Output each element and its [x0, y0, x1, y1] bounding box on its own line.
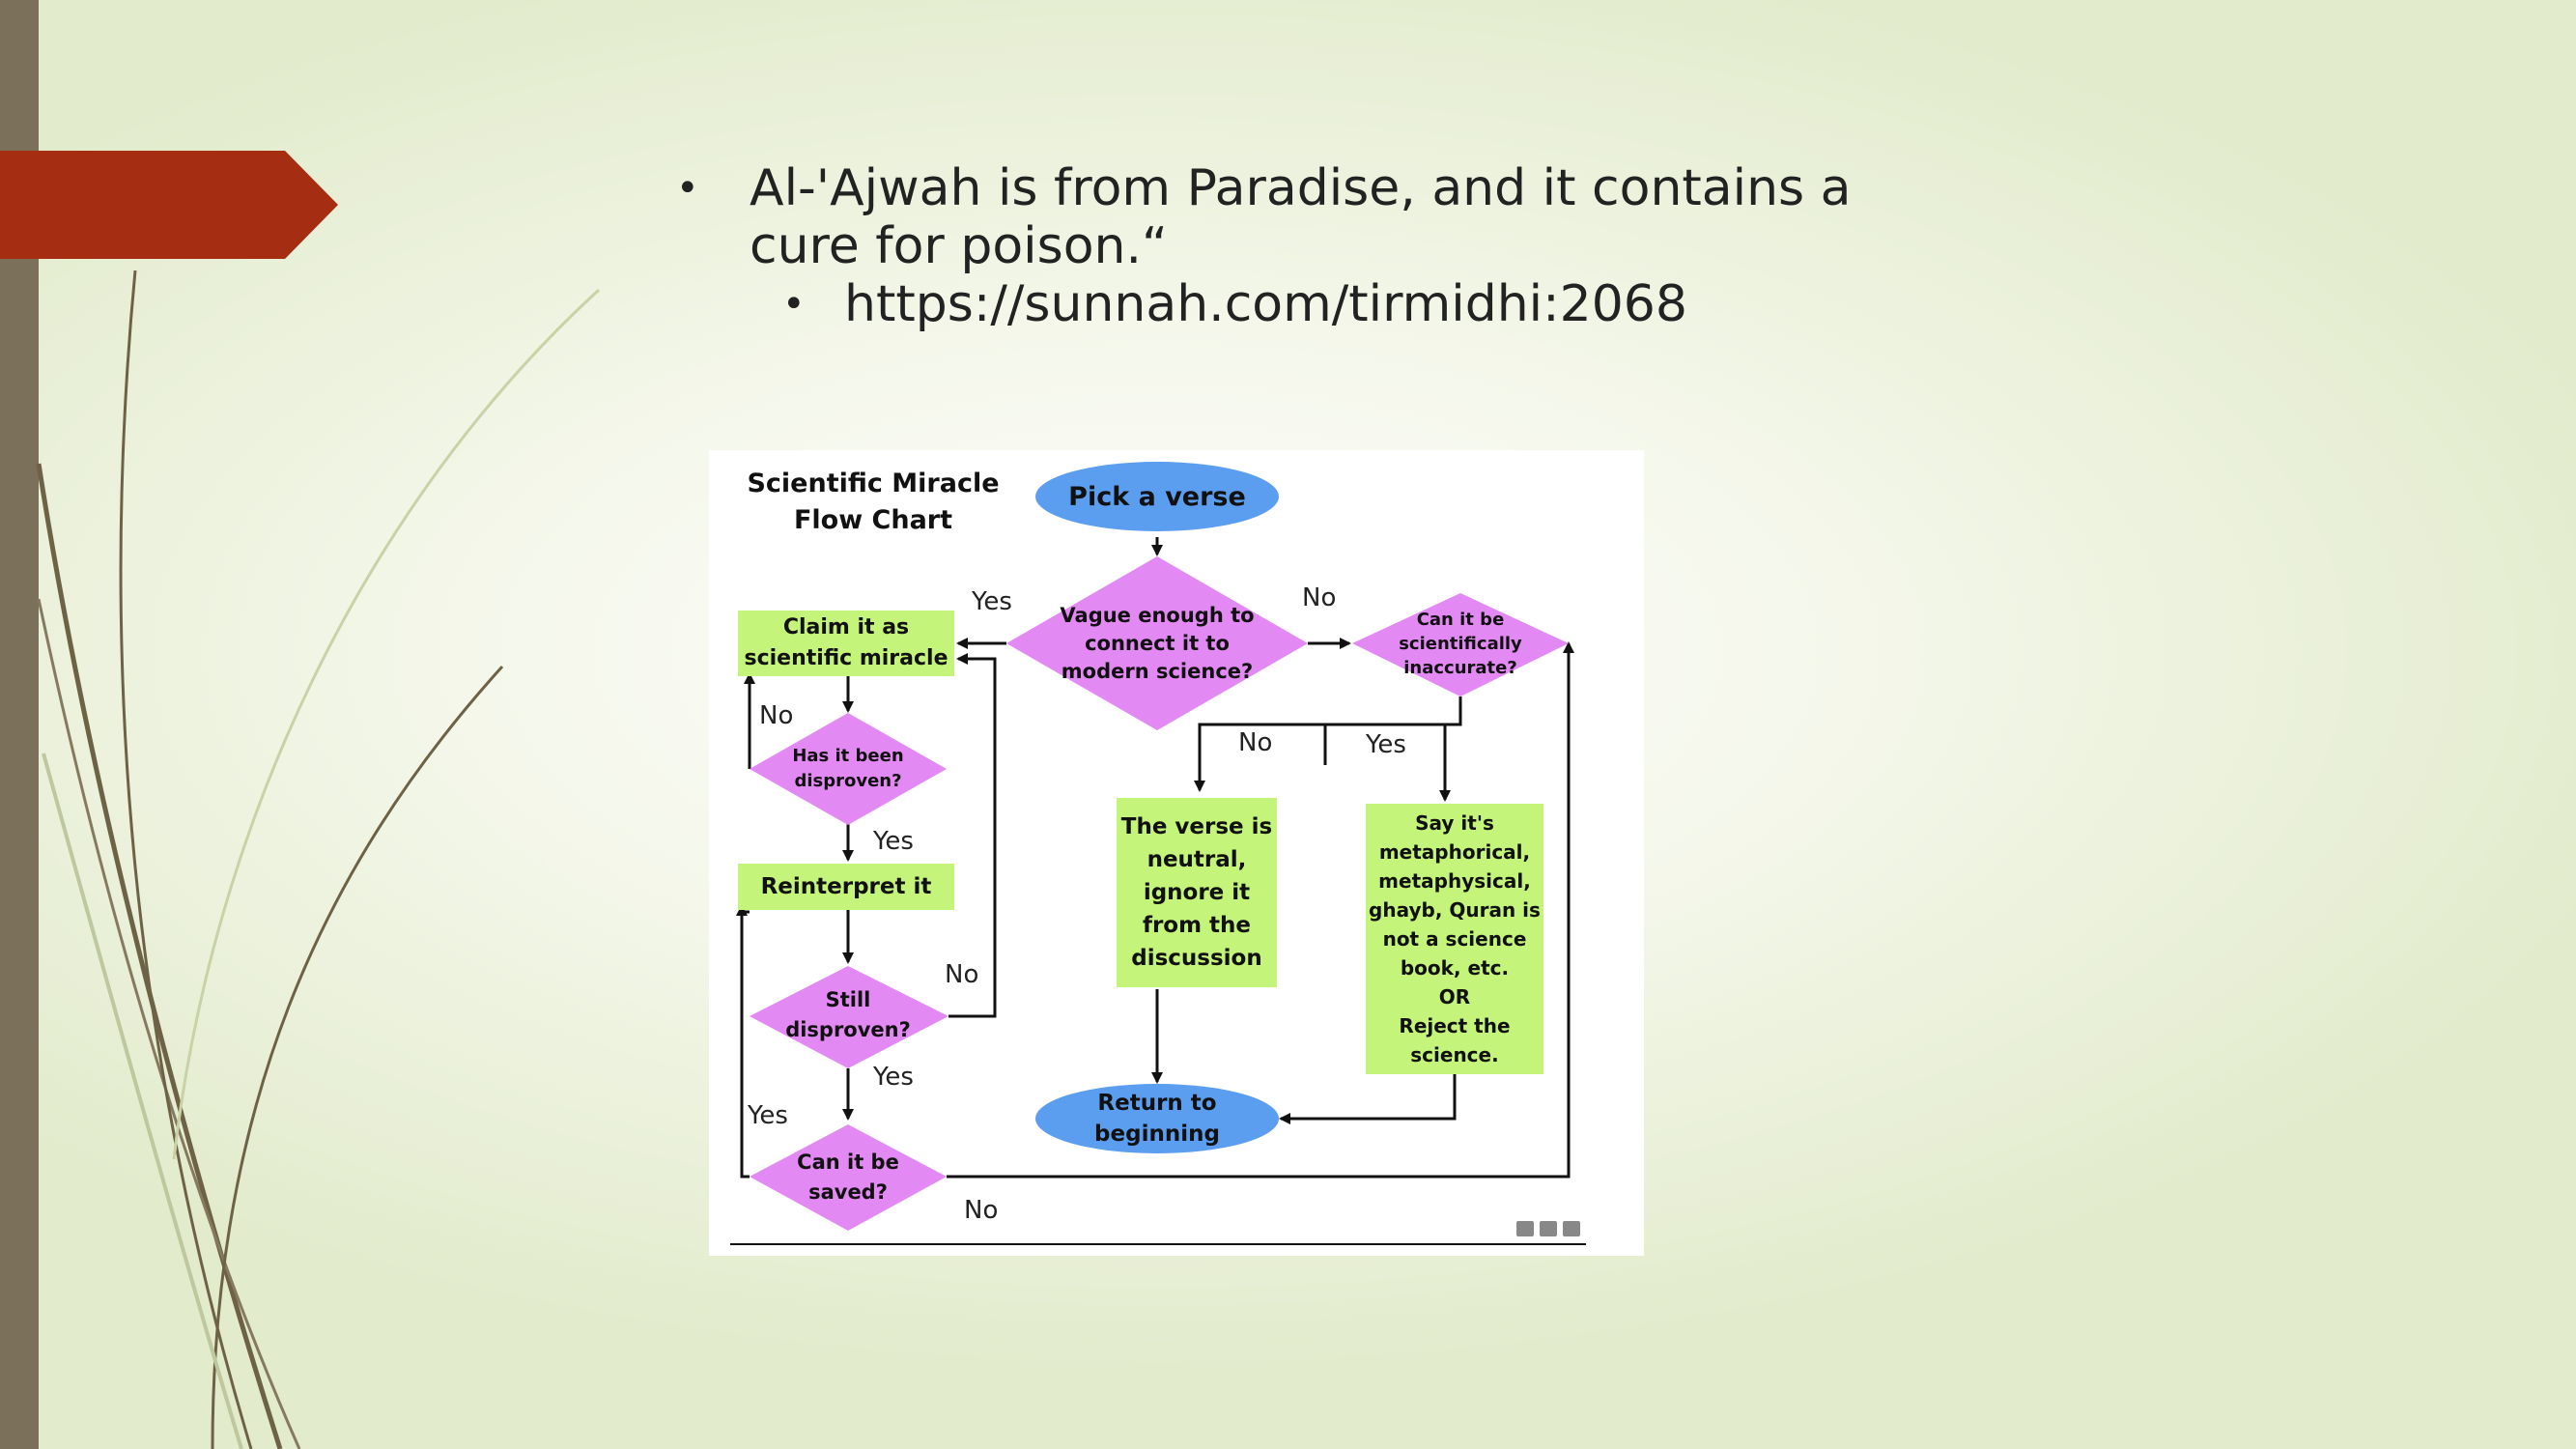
edge-label-still-no: No — [945, 960, 979, 989]
corner-icons — [1516, 1221, 1580, 1236]
neutral-box — [1117, 798, 1277, 987]
return-label: Return to beginning — [1094, 1091, 1220, 1147]
flowchart-shapes — [730, 462, 1586, 1245]
disproven-label: Has it been disproven? — [792, 746, 904, 791]
sub-bullet-link[interactable]: https://sunnah.com/tirmidhi:2068 — [844, 275, 1687, 333]
pick-verse-label: Pick a verse — [1068, 481, 1246, 512]
edge-label-disproven-no: No — [759, 701, 794, 730]
decorative-curves — [36, 270, 601, 1449]
flowchart-image: Scientific Miracle Flow Chart Pick a ver… — [709, 450, 1644, 1256]
edge-label-still-yes: Yes — [873, 1063, 914, 1092]
edge-label-vague-yes: Yes — [972, 587, 1012, 616]
edge-label-inaccurate-no: No — [1238, 728, 1273, 757]
inaccurate-label: Can it be scientifically inaccurate? — [1399, 609, 1522, 678]
vague-label: Vague enough to connect it to modern sci… — [1060, 603, 1255, 683]
still-disproven-label: Still disproven? — [785, 988, 911, 1041]
inaccurate-diamond — [1352, 593, 1569, 696]
sub-bullet-symbol: • — [782, 282, 806, 327]
saved-diamond — [750, 1124, 947, 1231]
flowchart-title: Scientific Miracle Flow Chart — [747, 469, 1000, 535]
edge-label-saved-no: No — [964, 1196, 999, 1225]
edge-label-saved-yes: Yes — [748, 1101, 788, 1130]
edge-label-inaccurate-yes: Yes — [1366, 730, 1406, 759]
sub-bullet-item: • https://sunnah.com/tirmidhi:2068 — [676, 275, 1874, 333]
edge-label-disproven-yes: Yes — [873, 827, 914, 856]
saved-label: Can it be saved? — [797, 1151, 899, 1204]
bullet-symbol: • — [676, 166, 699, 211]
bullet-item: • Al-'Ajwah is from Paradise, and it con… — [676, 159, 1874, 275]
neutral-label: The verse is neutral, ignore it from the… — [1120, 814, 1273, 971]
bullet-list: • Al-'Ajwah is from Paradise, and it con… — [676, 159, 1874, 333]
bullet-text: Al-'Ajwah is from Paradise, and it conta… — [750, 159, 1852, 275]
vague-diamond — [1006, 556, 1308, 730]
disproven-diamond — [750, 713, 947, 825]
metaphorical-label: Say it's metaphorical, metaphysical, gha… — [1369, 811, 1541, 1066]
pick-verse-oval — [1035, 462, 1279, 531]
edge-label-vague-no: No — [1302, 583, 1337, 612]
reinterpret-label: Reinterpret it — [760, 874, 932, 899]
accent-arrow-tag — [0, 151, 338, 259]
claim-box — [738, 611, 954, 676]
reinterpret-box — [738, 864, 954, 910]
return-oval — [1035, 1084, 1279, 1153]
claim-label: Claim it as scientific miracle — [744, 615, 948, 670]
metaphorical-box — [1366, 804, 1543, 1074]
still-disproven-diamond — [750, 966, 948, 1068]
